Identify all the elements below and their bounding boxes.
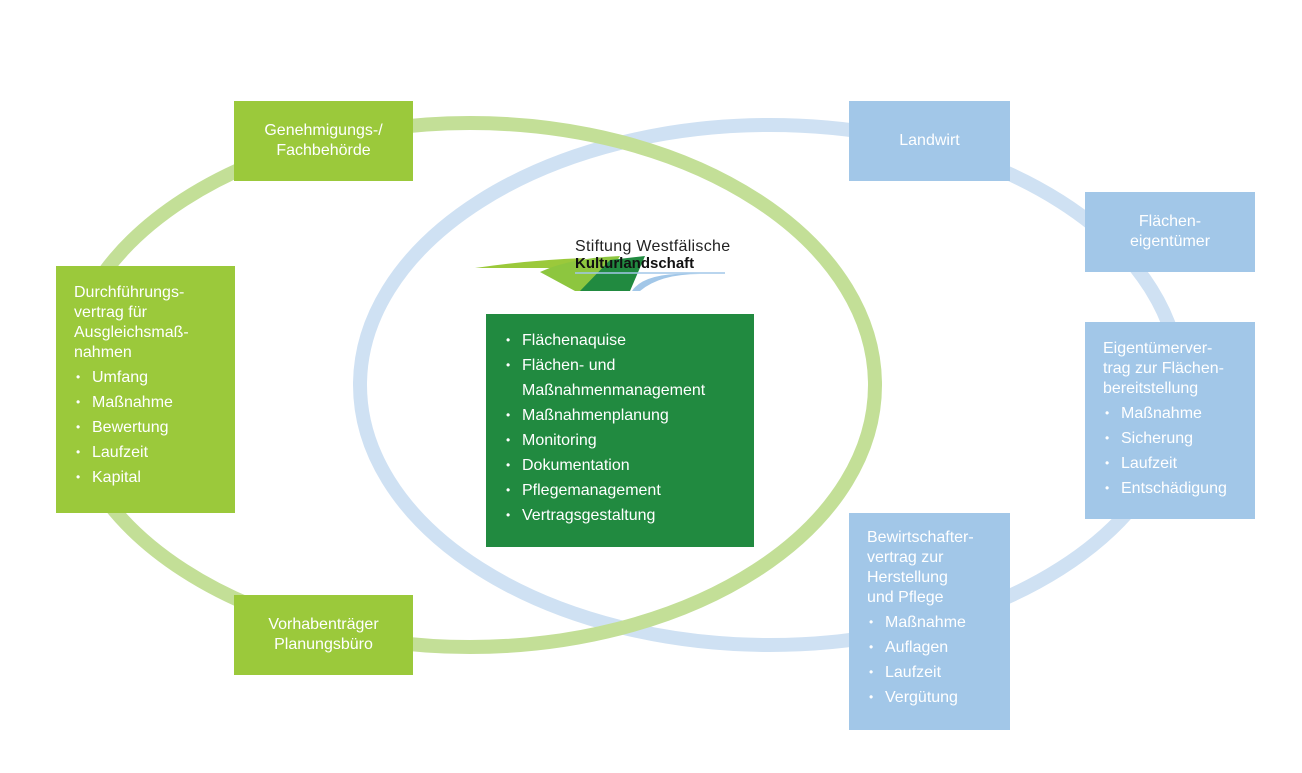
bewirtschaftervertrag-list: Maßnahme Auflagen Laufzeit Vergütung <box>867 610 1002 710</box>
list-item: Monitoring <box>504 428 742 453</box>
list-item: Flächenaquise <box>504 328 742 353</box>
list-item: Kapital <box>74 465 223 490</box>
list-item: Maßnahme <box>1103 401 1247 426</box>
list-item: Vertragsgestaltung <box>504 503 742 528</box>
logo-title-line1: Stiftung Westfälische <box>575 238 731 255</box>
stiftung-logo-icon <box>475 256 725 291</box>
list-item: Laufzeit <box>1103 451 1247 476</box>
durchfuehrungsvertrag-list: Umfang Maßnahme Bewertung Laufzeit Kapit… <box>74 365 223 490</box>
bewirtschaftervertrag-heading: Bewirtschafter- vertrag zur Herstellung … <box>867 529 974 606</box>
list-item: Laufzeit <box>74 440 223 465</box>
list-item: Dokumentation <box>504 453 742 478</box>
eigentuemervertrag-list: Maßnahme Sicherung Laufzeit Entschädigun… <box>1103 401 1247 501</box>
list-item: Flächen- und Maßnahmenmanagement <box>504 353 742 403</box>
list-item: Laufzeit <box>867 660 1002 685</box>
genehmigungsbehoerde-box: Genehmigungs-/ Fachbehörde <box>234 101 413 181</box>
leistungen-box: Flächenaquise Flächen- und Maßnahmenmana… <box>486 314 754 547</box>
list-item: Pflegemanagement <box>504 478 742 503</box>
bewirtschaftervertrag-box: Bewirtschafter- vertrag zur Herstellung … <box>849 513 1010 730</box>
list-item: Auflagen <box>867 635 1002 660</box>
durchfuehrungsvertrag-heading: Durchführungs- vertrag für Ausgleichsmaß… <box>74 284 189 361</box>
genehmigungsbehoerde-label: Genehmigungs-/ Fachbehörde <box>264 122 383 159</box>
eigentuemervertrag-box: Eigentümerver- trag zur Flächen- bereits… <box>1085 322 1255 519</box>
vorhabentraeger-label: Vorhabenträger Planungsbüro <box>268 616 379 653</box>
list-item: Maßnahme <box>867 610 1002 635</box>
list-item: Bewertung <box>74 415 223 440</box>
vorhabentraeger-box: Vorhabenträger Planungsbüro <box>234 595 413 675</box>
list-item: Umfang <box>74 365 223 390</box>
flaecheneigentuemer-box: Flächen- eigentümer <box>1085 192 1255 272</box>
list-item: Maßnahme <box>74 390 223 415</box>
list-item: Vergütung <box>867 685 1002 710</box>
flaecheneigentuemer-label: Flächen- eigentümer <box>1129 213 1211 250</box>
list-item: Entschädigung <box>1103 476 1247 501</box>
list-item: Maßnahmenplanung <box>504 403 742 428</box>
durchfuehrungsvertrag-box: Durchführungs- vertrag für Ausgleichsmaß… <box>56 266 235 513</box>
logo-title-line2: Kulturlandschaft <box>575 255 695 272</box>
list-item: Sicherung <box>1103 426 1247 451</box>
landwirt-label: Landwirt <box>899 132 960 149</box>
eigentuemervertrag-heading: Eigentümerver- trag zur Flächen- bereits… <box>1103 340 1224 397</box>
leistungen-list: Flächenaquise Flächen- und Maßnahmenmana… <box>504 328 742 528</box>
landwirt-box: Landwirt <box>849 101 1010 181</box>
